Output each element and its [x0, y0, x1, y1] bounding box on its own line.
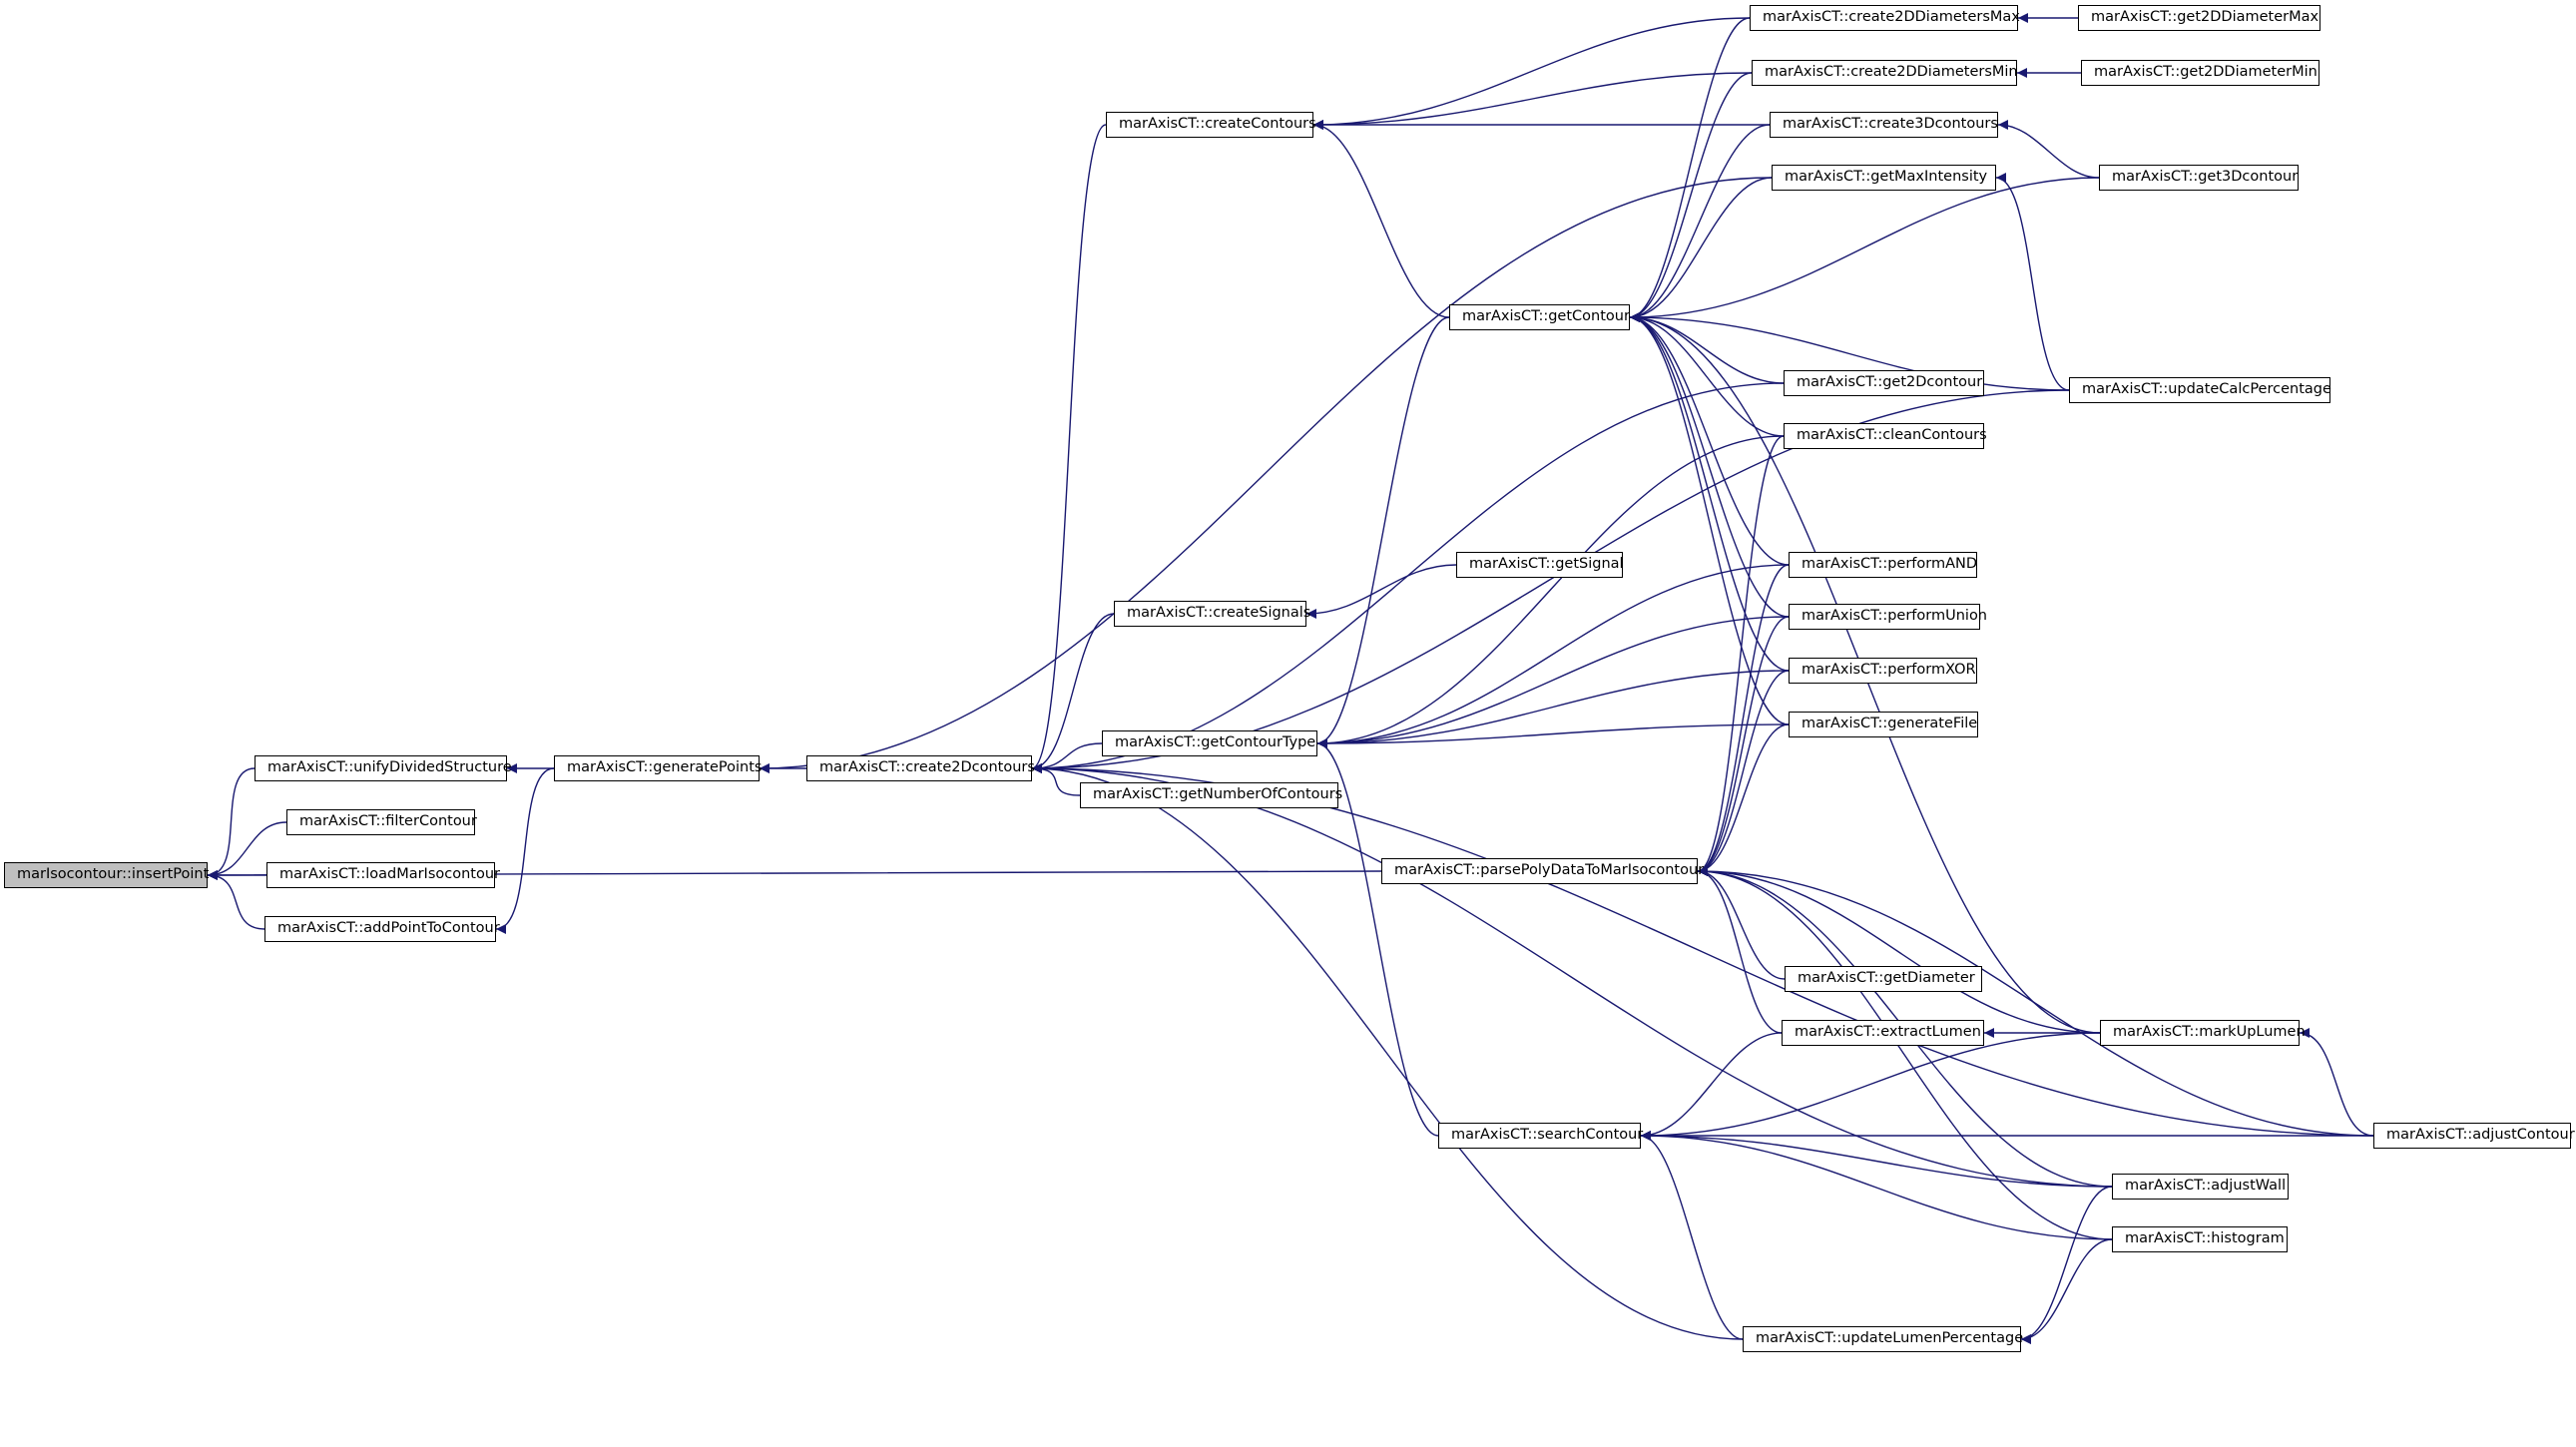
edge-getContour-get3Dcontour [1629, 177, 2100, 322]
node-get-2d-diameter-max[interactable]: marAxisCT::get2DDiameterMax [2078, 5, 2320, 31]
node-get-diameter[interactable]: marAxisCT::getDiameter [1785, 966, 1982, 992]
node-generate-file[interactable]: marAxisCT::generateFile [1789, 712, 1978, 737]
edge-getMaxIntensity-updateCalcPercentage [1995, 173, 2070, 391]
node-get-signal[interactable]: marAxisCT::getSignal [1456, 552, 1624, 578]
edge-getContour-create2DDiametersMax [1629, 17, 1751, 322]
node-get-number-of-contours[interactable]: marAxisCT::getNumberOfContours [1080, 782, 1342, 808]
edge-createContours-create2DDiametersMin [1312, 72, 1753, 130]
edge-getContour-generateFile [1629, 312, 1790, 725]
node-histogram[interactable]: marAxisCT::histogram [2112, 1226, 2288, 1252]
edge-createContours-getContour [1312, 120, 1450, 318]
edge-updateLumenPercentage-histogram [2020, 1238, 2113, 1344]
node-get-contour-type[interactable]: marAxisCT::getContourType [1102, 730, 1317, 756]
edge-parsePolyDataToMarIsocontour-generateFile [1697, 724, 1790, 876]
edge-getContour-updateCalcPercentage [1629, 312, 2070, 391]
edge-insertPoint-unifyDividedStructure [207, 767, 256, 880]
node-update-lumen-percentage[interactable]: marAxisCT::updateLumenPercentage [1743, 1326, 2023, 1352]
edge-getContour-performAND [1629, 312, 1790, 566]
edge-getContour-get2Dcontour [1629, 312, 1785, 384]
edge-parsePolyDataToMarIsocontour-histogram [1697, 866, 2113, 1240]
node-parse-poly-data-to-mar-isocontour[interactable]: marAxisCT::parsePolyDataToMarIsocontour [1381, 858, 1704, 884]
node-mark-up-lumen[interactable]: marAxisCT::markUpLumen [2100, 1020, 2306, 1046]
node-filter-contour[interactable]: marAxisCT::filterContour [286, 809, 477, 835]
node-get-2d-contour[interactable]: marAxisCT::get2Dcontour [1784, 370, 1984, 396]
node-adjust-wall[interactable]: marAxisCT::adjustWall [2112, 1174, 2289, 1200]
edge-searchContour-extractLumen [1640, 1032, 1783, 1141]
node-get-3d-contour[interactable]: marAxisCT::get3Dcontour [2099, 165, 2299, 191]
edge-searchContour-adjustWall [1640, 1131, 2113, 1188]
edge-updateLumenPercentage-adjustWall [2020, 1186, 2113, 1344]
node-search-contour[interactable]: marAxisCT::searchContour [1438, 1123, 1643, 1149]
edge-create2Dcontours-createContours [1031, 124, 1107, 773]
edge-create2Dcontours-updateLumenPercentage [1031, 763, 1744, 1340]
edge-getContour-cleanContours [1629, 312, 1785, 437]
edge-getContour-create2DDiametersMin [1629, 72, 1753, 322]
node-get-contour[interactable]: marAxisCT::getContour [1449, 304, 1630, 330]
edge-getContourType-searchContour [1316, 738, 1439, 1137]
node-add-point-to-contour[interactable]: marAxisCT::addPointToContour [264, 916, 500, 942]
node-create-3d-contours[interactable]: marAxisCT::create3Dcontours [1770, 112, 1998, 138]
edge-getContour-performUnion [1629, 312, 1790, 618]
edge-create2Dcontours-getNumberOfContours [1031, 763, 1081, 796]
edge-generatePoints-getMaxIntensity [759, 177, 1773, 773]
edge-getContour-getMaxIntensity [1629, 177, 1773, 322]
node-generate-points[interactable]: marAxisCT::generatePoints [554, 755, 762, 781]
edge-create3Dcontours-get3Dcontour [1997, 120, 2100, 179]
edge-searchContour-markUpLumen [1640, 1032, 2101, 1141]
edge-markUpLumen-adjustContour [2299, 1028, 2374, 1137]
edge-parsePolyDataToMarIsocontour-cleanContours [1697, 435, 1785, 876]
node-extract-lumen[interactable]: marAxisCT::extractLumen [1782, 1020, 1984, 1046]
edge-parsePolyDataToMarIsocontour-performXOR [1697, 670, 1790, 876]
edge-getContour-create3Dcontours [1629, 124, 1771, 322]
edge-parsePolyDataToMarIsocontour-performAND [1697, 564, 1790, 876]
edge-createSignals-getSignal [1305, 564, 1457, 619]
edge-getContourType-performXOR [1316, 670, 1790, 748]
edge-createContours-create2DDiametersMax [1312, 17, 1751, 130]
node-create-signals[interactable]: marAxisCT::createSignals [1114, 601, 1310, 627]
edge-getContourType-cleanContours [1316, 435, 1785, 748]
edge-parsePolyDataToMarIsocontour-performUnion [1697, 616, 1790, 876]
edge-insertPoint-filterContour [207, 821, 287, 880]
node-get-max-intensity[interactable]: marAxisCT::getMaxIntensity [1772, 165, 1996, 191]
edge-insertPoint-addPointToContour [207, 870, 265, 930]
node-adjust-contour[interactable]: marAxisCT::adjustContour [2373, 1123, 2575, 1149]
edge-getContourType-performAND [1316, 564, 1790, 748]
node-create-2d-diameters-max[interactable]: marAxisCT::create2DDiametersMax [1750, 5, 2020, 31]
node-get-2d-diameter-min[interactable]: marAxisCT::get2DDiameterMin [2081, 60, 2319, 86]
edge-getContourType-generateFile [1316, 724, 1790, 748]
node-perform-union[interactable]: marAxisCT::performUnion [1789, 604, 1987, 630]
node-update-calc-percentage[interactable]: marAxisCT::updateCalcPercentage [2069, 377, 2331, 403]
node-create-2d-diameters-min[interactable]: marAxisCT::create2DDiametersMin [1752, 60, 2018, 86]
edge-create2Dcontours-createSignals [1031, 613, 1115, 773]
edge-parsePolyDataToMarIsocontour-getDiameter [1697, 866, 1786, 980]
edge-getContourType-getContour [1316, 316, 1450, 748]
edge-parsePolyDataToMarIsocontour-extractLumen [1697, 866, 1783, 1034]
edge-searchContour-histogram [1640, 1131, 2113, 1240]
edge-getContourType-performUnion [1316, 616, 1790, 748]
node-create-2d-contours[interactable]: marAxisCT::create2Dcontours [806, 755, 1035, 781]
edge-create2Dcontours-adjustContour [1031, 763, 2374, 1137]
edge-parsePolyDataToMarIsocontour-adjustContour [1697, 866, 2374, 1137]
node-clean-contours[interactable]: marAxisCT::cleanContours [1784, 423, 1987, 449]
node-unify-divided-structure[interactable]: marAxisCT::unifyDividedStructure [255, 755, 512, 781]
edge-searchContour-updateLumenPercentage [1640, 1131, 1744, 1340]
node-insert-point[interactable]: marIsocontour::insertPoint [4, 862, 209, 888]
edge-parsePolyDataToMarIsocontour-markUpLumen [1697, 866, 2101, 1034]
edge-addPointToContour-generatePoints [495, 767, 555, 934]
node-create-contours[interactable]: marAxisCT::createContours [1106, 112, 1316, 138]
node-perform-and[interactable]: marAxisCT::performAND [1789, 552, 1977, 578]
node-load-mar-isocontour[interactable]: marAxisCT::loadMarIsocontour [266, 862, 500, 888]
node-perform-xor[interactable]: marAxisCT::performXOR [1789, 658, 1977, 684]
